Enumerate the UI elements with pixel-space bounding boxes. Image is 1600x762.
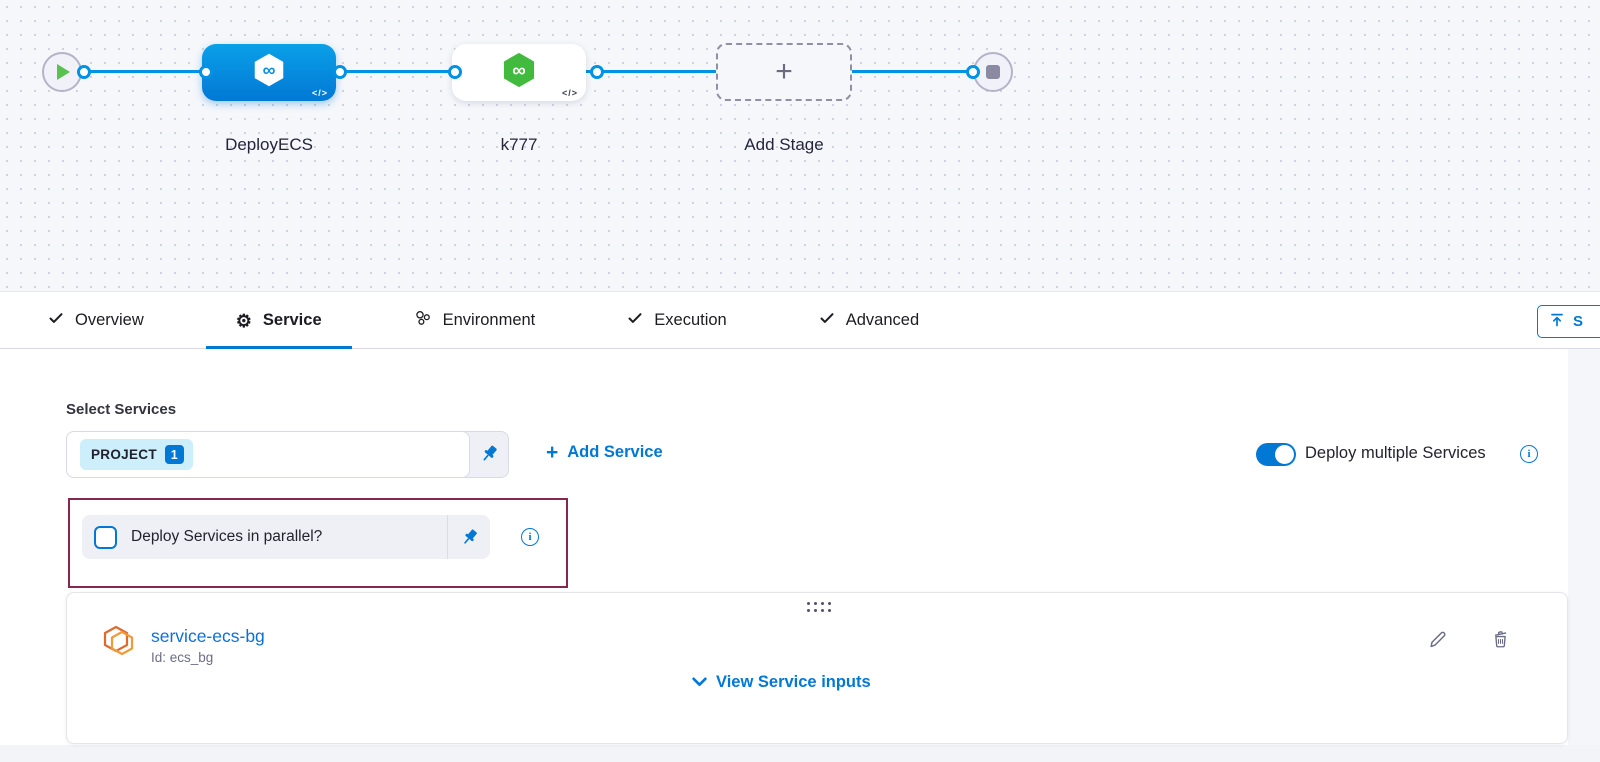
select-services-value[interactable]: PROJECT 1	[66, 431, 470, 478]
view-service-inputs-link[interactable]: View Service inputs	[692, 673, 871, 692]
deploy-parallel-checkbox[interactable]	[94, 525, 117, 549]
project-scope-chip[interactable]: PROJECT 1	[80, 439, 193, 470]
edit-pencil-icon[interactable]	[1427, 629, 1448, 655]
stage-node-k777[interactable]: ∞ </>	[452, 44, 586, 101]
stop-icon	[986, 65, 1000, 79]
gear-icon: ⚙	[235, 310, 252, 331]
code-view-icon[interactable]: </>	[311, 88, 328, 98]
deploy-multiple-label: Deploy multiple Services	[1305, 444, 1486, 462]
connector-dot	[966, 65, 980, 79]
stage-label-deployecs: DeployECS	[225, 135, 313, 154]
svg-text:∞: ∞	[512, 60, 526, 81]
info-icon[interactable]: i	[1520, 445, 1538, 463]
connector-dot	[77, 65, 91, 79]
stage-config-tabbar: Overview ⚙ Service Environment Execution…	[0, 293, 1600, 349]
environment-cluster-icon	[414, 309, 432, 332]
deploy-multiple-toggle[interactable]	[1256, 443, 1296, 466]
deploy-parallel-label: Deploy Services in parallel?	[131, 528, 323, 545]
plus-icon: +	[546, 441, 559, 464]
select-services-input[interactable]: PROJECT 1	[66, 431, 509, 478]
connector-dot	[199, 65, 213, 79]
panel-right-gutter	[1568, 349, 1600, 762]
deploy-parallel-field: Deploy Services in parallel?	[82, 515, 490, 559]
svg-text:∞: ∞	[263, 60, 276, 80]
connector-dot	[333, 65, 347, 79]
panel-bottom-gutter	[0, 745, 1600, 762]
code-view-icon[interactable]: </>	[561, 88, 578, 98]
annotation-highlight-box	[68, 498, 568, 588]
save-button[interactable]: S	[1537, 305, 1600, 338]
select-services-label: Select Services	[66, 401, 177, 418]
connector-dot	[448, 65, 462, 79]
pin-icon[interactable]	[478, 443, 500, 470]
check-icon	[627, 310, 643, 331]
project-count-badge: 1	[164, 445, 184, 464]
plus-icon: +	[775, 55, 793, 88]
chevron-down-icon	[692, 673, 707, 692]
stage-node-deployecs[interactable]: ∞ </>	[202, 44, 336, 101]
service-card: service-ecs-bg Id: ecs_bg View Serv	[66, 592, 1568, 744]
add-service-button[interactable]: + Add Service	[546, 441, 663, 464]
save-button-label: S	[1573, 313, 1584, 330]
toggle-knob	[1275, 445, 1294, 464]
tab-environment[interactable]: Environment	[384, 293, 566, 348]
tab-execution[interactable]: Execution	[597, 293, 756, 348]
tab-overview[interactable]: Overview	[18, 293, 174, 348]
stage-label-k777: k777	[500, 135, 538, 154]
service-id-text: Id: ecs_bg	[151, 650, 214, 665]
pipeline-canvas[interactable]: ∞ </> ∞ </> + DeployECS k777 Add Stage	[0, 0, 1600, 292]
tab-advanced[interactable]: Advanced	[789, 293, 949, 348]
harness-hexagon-icon: ∞	[500, 51, 538, 94]
add-stage-label: Add Stage	[744, 135, 824, 154]
play-icon	[57, 64, 70, 80]
check-icon	[819, 310, 835, 331]
pipeline-start-node[interactable]	[42, 52, 82, 92]
harness-hexagon-icon: ∞	[251, 52, 287, 93]
check-icon	[48, 310, 64, 331]
service-name-link[interactable]: service-ecs-bg	[151, 626, 265, 646]
service-hexagon-icon	[100, 622, 138, 665]
drag-handle-icon[interactable]	[807, 602, 831, 612]
add-stage-button[interactable]: +	[716, 43, 852, 101]
delete-trash-icon[interactable]	[1490, 629, 1511, 655]
pin-icon[interactable]	[447, 515, 490, 559]
connector-dot	[590, 65, 604, 79]
info-icon[interactable]: i	[521, 528, 539, 546]
upload-icon	[1549, 312, 1565, 332]
tab-service[interactable]: ⚙ Service	[205, 293, 352, 349]
